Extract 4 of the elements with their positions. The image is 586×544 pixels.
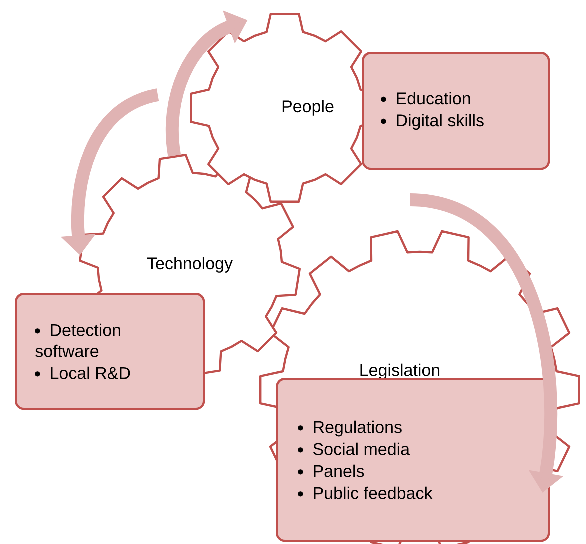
bullet-box: Regulations Social media Panels Public feedback xyxy=(276,378,550,542)
bullet-box: Education Digital skills xyxy=(362,52,550,170)
gear: People xyxy=(190,13,380,203)
bullet-box: Detection software Local R&D xyxy=(15,293,206,410)
